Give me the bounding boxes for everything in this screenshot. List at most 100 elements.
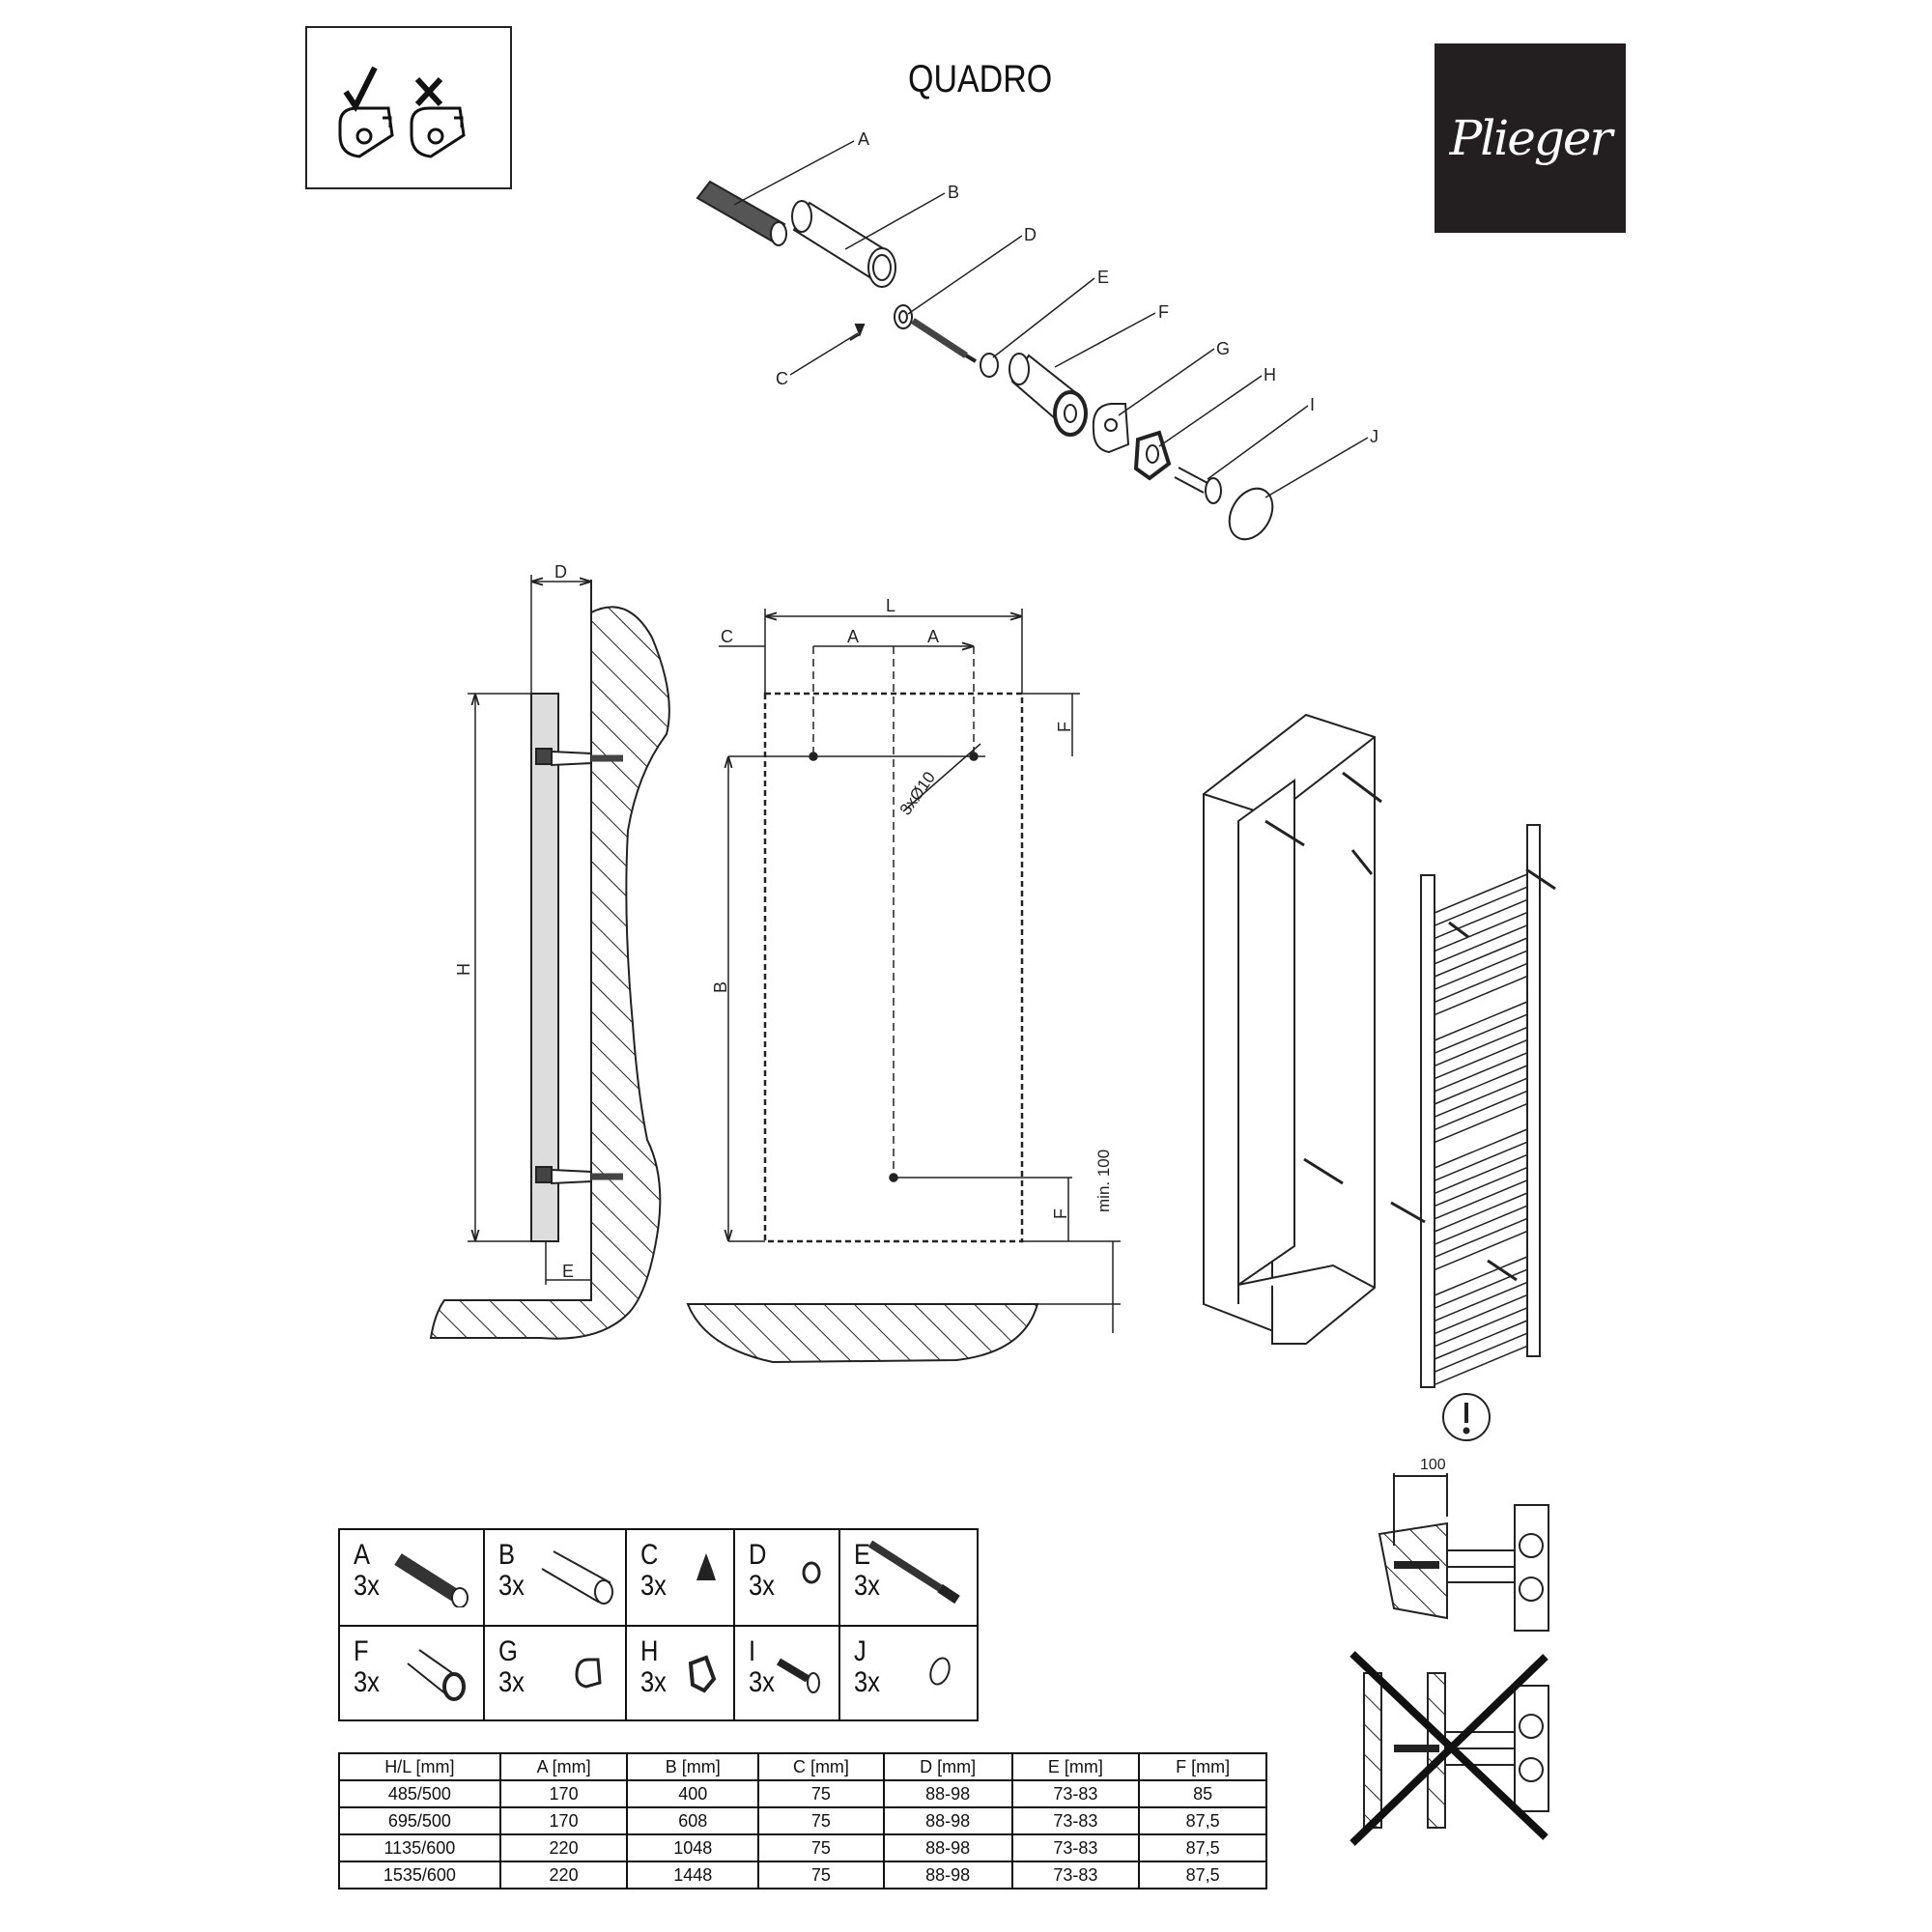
screw-icon (696, 1553, 716, 1580)
radiator-bar (1434, 1345, 1528, 1386)
table-header-row: H/L [mm]A [mm]B [mm]C [mm]D [mm]E [mm]F … (338, 1752, 1267, 1781)
label-j: J (1370, 427, 1378, 446)
table-cell: 88-98 (882, 1806, 1013, 1835)
warning-illustration (1350, 1393, 1549, 1846)
dim-b: B (711, 981, 730, 993)
table-cell: 73-83 (1010, 1833, 1141, 1862)
perspective-view (1203, 713, 1556, 1388)
table-header-cell: H/L [mm] (338, 1752, 501, 1781)
radiator-bar (1434, 1013, 1528, 1054)
radiator-bar (1434, 1230, 1528, 1271)
radiator-bar (1434, 911, 1528, 952)
table-cell: 88-98 (882, 1861, 1013, 1889)
radiator-bar (1434, 1217, 1528, 1259)
radiator-bar (1434, 1153, 1528, 1195)
radiator-bar (1434, 1256, 1528, 1296)
radiator-bar (1434, 1102, 1528, 1144)
radiator-bar (1434, 1281, 1528, 1322)
hole-spec: 3xØ10 (896, 768, 939, 818)
table-cell: 1448 (626, 1861, 760, 1889)
radiator-bar (1434, 1166, 1528, 1208)
radiator-bar (1434, 1090, 1528, 1131)
table-cell: 88-98 (882, 1833, 1013, 1862)
table-cell: 170 (498, 1779, 629, 1808)
bracket-icon (575, 1658, 602, 1689)
check-icon (343, 66, 378, 112)
cover-cap-icon (929, 1657, 951, 1686)
table-cell: 220 (498, 1833, 629, 1862)
radiator-bar (1434, 898, 1528, 940)
dim-l: L (886, 596, 895, 615)
part-b-spacer (791, 200, 896, 288)
part-i-bolt (1174, 467, 1222, 504)
radiator-bar (1434, 1192, 1528, 1233)
radiator-bar (1434, 886, 1528, 926)
radiator-bar (1434, 1128, 1528, 1169)
radiator-bar (1434, 1293, 1528, 1335)
bracket-ok-icon (338, 106, 394, 158)
table-cell: 1135/600 (338, 1833, 501, 1862)
table-header-cell: F [mm] (1138, 1752, 1267, 1781)
label-c: C (776, 369, 788, 388)
part-a-wall-plug (696, 180, 787, 246)
table-cell: 1048 (626, 1833, 760, 1862)
radiator-bar (1434, 1332, 1528, 1373)
part-f-spacer (1009, 353, 1088, 437)
dim-d: D (554, 562, 567, 582)
table-cell: 73-83 (1010, 1806, 1141, 1835)
bracket-wrong-icon (410, 106, 466, 158)
table-header-cell: A [mm] (498, 1752, 629, 1781)
radiator-bar (1434, 873, 1528, 914)
label-f: F (1158, 302, 1169, 322)
radiator-bar (1434, 1077, 1528, 1118)
radiator-bar (1434, 1065, 1528, 1105)
wall-bracket-top (535, 748, 623, 767)
label-h: H (1264, 365, 1276, 384)
dim-e: E (562, 1262, 574, 1281)
radiator-bar (1434, 1205, 1528, 1245)
dim-f-bottom: F (1051, 1208, 1070, 1219)
table-cell: 85 (1138, 1779, 1267, 1808)
table-header-cell: D [mm] (882, 1752, 1013, 1781)
warning-icon (1442, 1393, 1491, 1441)
label-a: A (858, 129, 869, 149)
dim-a-right: A (927, 627, 939, 646)
dimensions-table: H/L [mm]A [mm]B [mm]C [mm]D [mm]E [mm]F … (338, 1752, 1267, 1889)
bracket-orientation-box (305, 26, 512, 189)
table-cell: 1535/600 (338, 1861, 501, 1889)
table-header-cell: E [mm] (1010, 1752, 1141, 1781)
min-clearance: min. 100 (1094, 1150, 1113, 1212)
page-title: QUADRO (908, 58, 1053, 100)
washer-icon (802, 1561, 821, 1584)
spacer-sleeve-icon (407, 1649, 466, 1701)
label-i: I (1310, 395, 1315, 414)
part-g-bracket (1092, 403, 1130, 454)
part-e-screw (911, 318, 999, 378)
table-cell: 88-98 (882, 1779, 1013, 1808)
table-cell: 75 (757, 1833, 885, 1862)
wall-bracket-bottom (535, 1166, 623, 1185)
dim-c: C (721, 627, 733, 646)
radiator-bar (1434, 975, 1528, 1016)
part-h-nut (1133, 430, 1172, 481)
table-cell: 695/500 (338, 1806, 501, 1835)
label-d: D (1024, 225, 1037, 244)
table-cell: 75 (757, 1806, 885, 1835)
exploded-labels: A B C D E F G H I J (776, 129, 1378, 446)
lag-screw-icon (867, 1540, 960, 1605)
cross-icon (414, 76, 443, 107)
radiator-bar (1434, 1001, 1528, 1041)
wall-plug-icon (394, 1553, 469, 1607)
